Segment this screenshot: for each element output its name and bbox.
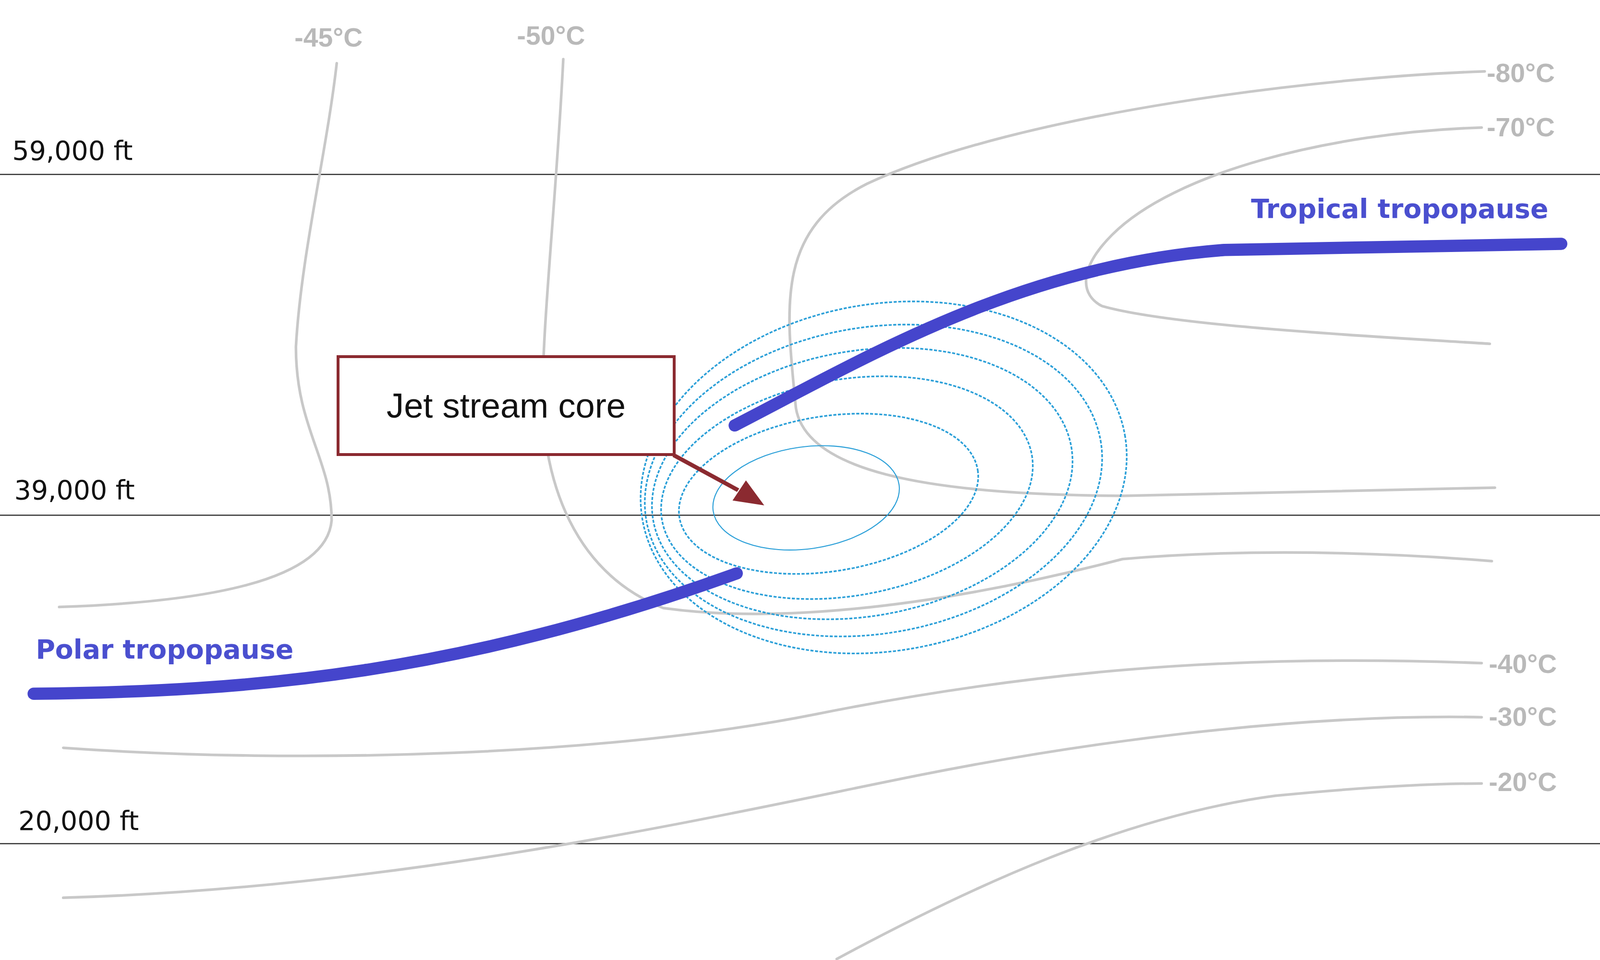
temperature-label: -50°C [517,20,586,52]
altitude-line [0,843,1600,845]
isotach [619,290,1128,672]
tropopause-line [33,573,737,694]
temperature-label: -20°C [1488,767,1557,799]
temperature-label: -30°C [1488,702,1557,733]
leader-arrow [673,455,766,507]
altitude-label: 59,000 ft [12,135,134,167]
isotherm [1086,127,1491,345]
isotherm [836,783,1482,960]
isotherm [789,71,1495,497]
tropopauses [33,243,1562,694]
isotherm [542,59,1492,615]
isotach [705,434,907,562]
temperature-label: -70°C [1486,112,1555,144]
temperature-label: -45°C [294,22,363,54]
tropopause-line [734,243,1562,426]
altitude-line [0,514,1600,516]
tropopause-label: Tropical tropopause [1250,193,1549,225]
leader-line [673,455,744,494]
isotach [667,393,991,594]
altitude-line [0,173,1600,175]
isotherm [63,660,1482,757]
isotach [630,316,1095,652]
callout-box: Jet stream core [336,355,676,457]
altitude-label: 20,000 ft [18,806,139,837]
altitude-lines [0,174,1600,844]
isotherm [63,717,1482,899]
jet-isotachs [612,264,1155,691]
isotach [612,264,1155,691]
temperature-label: -40°C [1488,649,1557,680]
altitude-label: 39,000 ft [14,475,135,507]
arrow-head [731,479,766,507]
tropopause-label: Polar tropopause [35,634,294,666]
callout-text: Jet stream core [386,386,626,426]
temperature-label: -80°C [1486,58,1555,89]
